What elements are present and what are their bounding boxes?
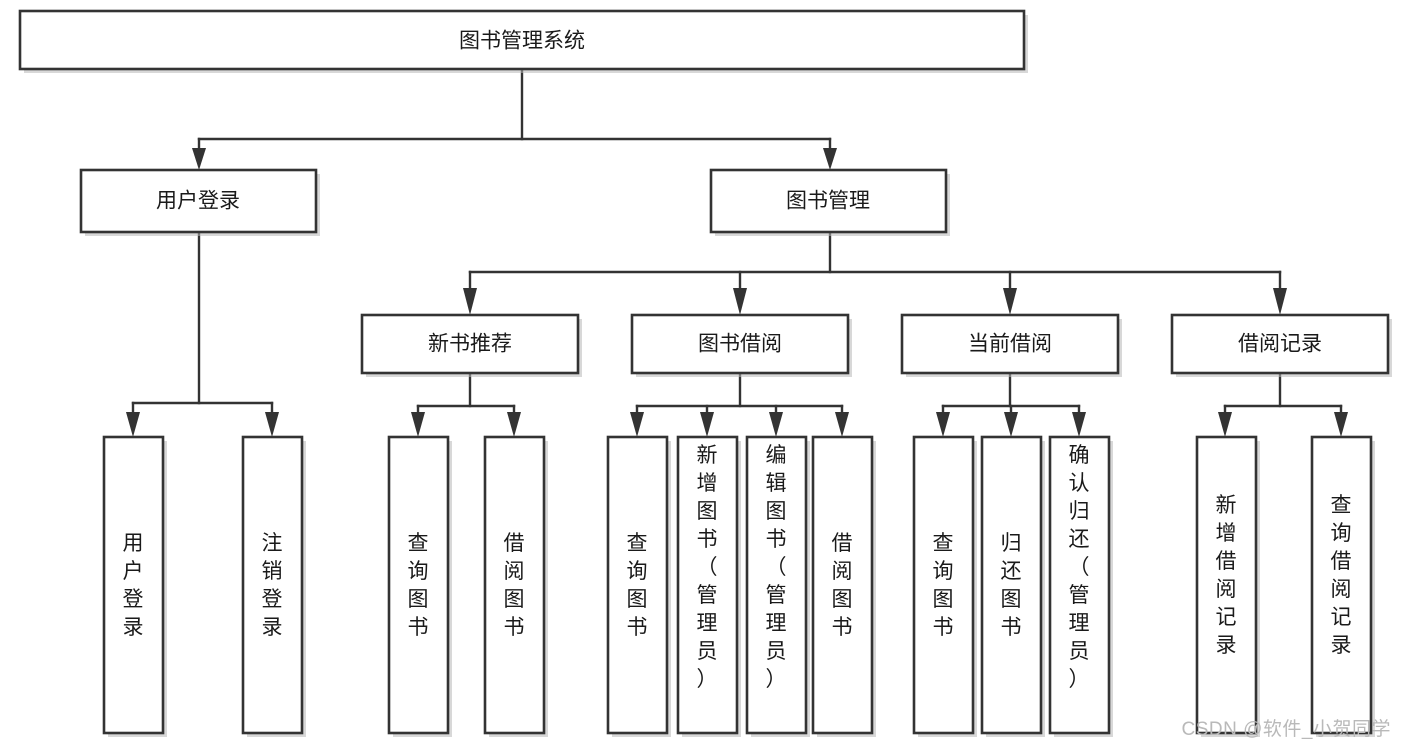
- node-new-book-rec-box[interactable]: [360, 313, 580, 375]
- node-root-label: 图书管理系统: [459, 30, 585, 53]
- node-root-box[interactable]: [18, 9, 1026, 71]
- node-leaf-query-book-1[interactable]: 查询图书: [387, 435, 452, 737]
- node-leaf-borrow-book-1-box[interactable]: [483, 435, 546, 735]
- node-leaf-return-book-box[interactable]: [980, 435, 1043, 735]
- arrowhead-borrow-record: [1273, 288, 1287, 315]
- arrowhead-leaf-edit-book: [769, 412, 783, 437]
- node-leaf-query-record-label: 查询借阅记录: [1331, 494, 1352, 657]
- node-new-book-rec-label: 新书推荐: [428, 333, 512, 356]
- node-leaf-return-book[interactable]: 归还图书: [980, 435, 1045, 737]
- arrowhead-leaf-add-book: [700, 412, 714, 437]
- arrowhead-user-login: [192, 148, 206, 170]
- node-leaf-add-record[interactable]: 新增借阅记录: [1195, 435, 1260, 737]
- node-user-login-label: 用户登录: [156, 190, 240, 213]
- node-leaf-confirm-return-box[interactable]: [1048, 435, 1111, 735]
- node-book-manage[interactable]: 图书管理: [709, 168, 950, 236]
- node-leaf-query-book-3[interactable]: 查询图书: [912, 435, 977, 737]
- node-new-book-rec[interactable]: 新书推荐: [360, 313, 582, 377]
- node-current-borrow-box[interactable]: [900, 313, 1120, 375]
- edges-layer: [126, 67, 1348, 437]
- arrowhead-leaf-add-record: [1218, 412, 1232, 437]
- node-leaf-user-login-label: 用户登录: [123, 532, 144, 639]
- arrowhead-leaf-confirm-return: [1072, 412, 1086, 437]
- node-leaf-query-record[interactable]: 查询借阅记录: [1310, 435, 1375, 737]
- arrowhead-leaf-query-record: [1334, 412, 1348, 437]
- arrowhead-leaf-logout: [265, 412, 279, 437]
- node-leaf-logout[interactable]: 注销登录: [241, 435, 306, 737]
- node-current-borrow[interactable]: 当前借阅: [900, 313, 1122, 377]
- arrowhead-leaf-query-book-1: [411, 412, 425, 437]
- node-user-login[interactable]: 用户登录: [79, 168, 320, 236]
- arrowhead-book-manage: [823, 148, 837, 170]
- node-leaf-add-book-box[interactable]: [676, 435, 739, 735]
- node-leaf-add-record-label: 新增借阅记录: [1216, 494, 1237, 657]
- arrowhead-leaf-user-login: [126, 412, 140, 437]
- node-leaf-borrow-book-1-label: 借阅图书: [504, 532, 525, 639]
- node-leaf-borrow-book-2-box[interactable]: [811, 435, 874, 735]
- node-leaf-user-login-box[interactable]: [102, 435, 165, 735]
- node-root[interactable]: 图书管理系统: [18, 9, 1028, 73]
- node-leaf-logout-label: 注销登录: [262, 532, 283, 639]
- arrowhead-leaf-borrow-book-1: [507, 412, 521, 437]
- node-leaf-return-book-label: 归还图书: [1001, 532, 1022, 639]
- node-leaf-query-record-box[interactable]: [1310, 435, 1373, 735]
- arrowhead-leaf-query-book-3: [936, 412, 950, 437]
- node-borrow-record-box[interactable]: [1170, 313, 1390, 375]
- node-leaf-borrow-book-1[interactable]: 借阅图书: [483, 435, 548, 737]
- node-book-manage-label: 图书管理: [786, 190, 870, 213]
- node-leaf-logout-box[interactable]: [241, 435, 304, 735]
- node-leaf-query-book-2-box[interactable]: [606, 435, 669, 735]
- node-borrow-record-label: 借阅记录: [1238, 333, 1322, 356]
- arrowhead-leaf-return-book: [1004, 412, 1018, 437]
- node-leaf-add-book[interactable]: 新增图书（管理员）: [676, 435, 741, 737]
- node-leaf-query-book-1-label: 查询图书: [408, 532, 429, 639]
- node-leaf-query-book-2-label: 查询图书: [627, 532, 648, 639]
- node-leaf-confirm-return-label: 确认归还（管理员）: [1069, 444, 1090, 691]
- node-leaf-add-record-box[interactable]: [1195, 435, 1258, 735]
- node-leaf-edit-book[interactable]: 编辑图书（管理员）: [745, 435, 810, 737]
- node-leaf-borrow-book-2[interactable]: 借阅图书: [811, 435, 876, 737]
- node-book-borrow-label: 图书借阅: [698, 333, 782, 356]
- node-leaf-edit-book-box[interactable]: [745, 435, 808, 735]
- node-leaf-query-book-2[interactable]: 查询图书: [606, 435, 671, 737]
- node-leaf-query-book-3-label: 查询图书: [933, 532, 954, 639]
- node-leaf-query-book-3-box[interactable]: [912, 435, 975, 735]
- node-book-manage-box[interactable]: [709, 168, 948, 234]
- arrowhead-leaf-query-book-2: [630, 412, 644, 437]
- node-book-borrow-box[interactable]: [630, 313, 850, 375]
- node-leaf-query-book-1-box[interactable]: [387, 435, 450, 735]
- node-book-borrow[interactable]: 图书借阅: [630, 313, 852, 377]
- node-leaf-edit-book-label: 编辑图书（管理员）: [766, 444, 787, 691]
- node-leaf-add-book-label: 新增图书（管理员）: [697, 444, 718, 691]
- arrowhead-current-borrow: [1003, 288, 1017, 315]
- node-leaf-user-login[interactable]: 用户登录: [102, 435, 167, 737]
- arrowhead-book-borrow: [733, 288, 747, 315]
- arrowhead-new-book-rec: [463, 288, 477, 315]
- node-leaf-borrow-book-2-label: 借阅图书: [832, 532, 853, 639]
- node-current-borrow-label: 当前借阅: [968, 333, 1052, 356]
- node-borrow-record[interactable]: 借阅记录: [1170, 313, 1392, 377]
- arrowhead-leaf-borrow-book-2: [835, 412, 849, 437]
- node-leaf-confirm-return[interactable]: 确认归还（管理员）: [1048, 435, 1113, 737]
- node-user-login-box[interactable]: [79, 168, 318, 234]
